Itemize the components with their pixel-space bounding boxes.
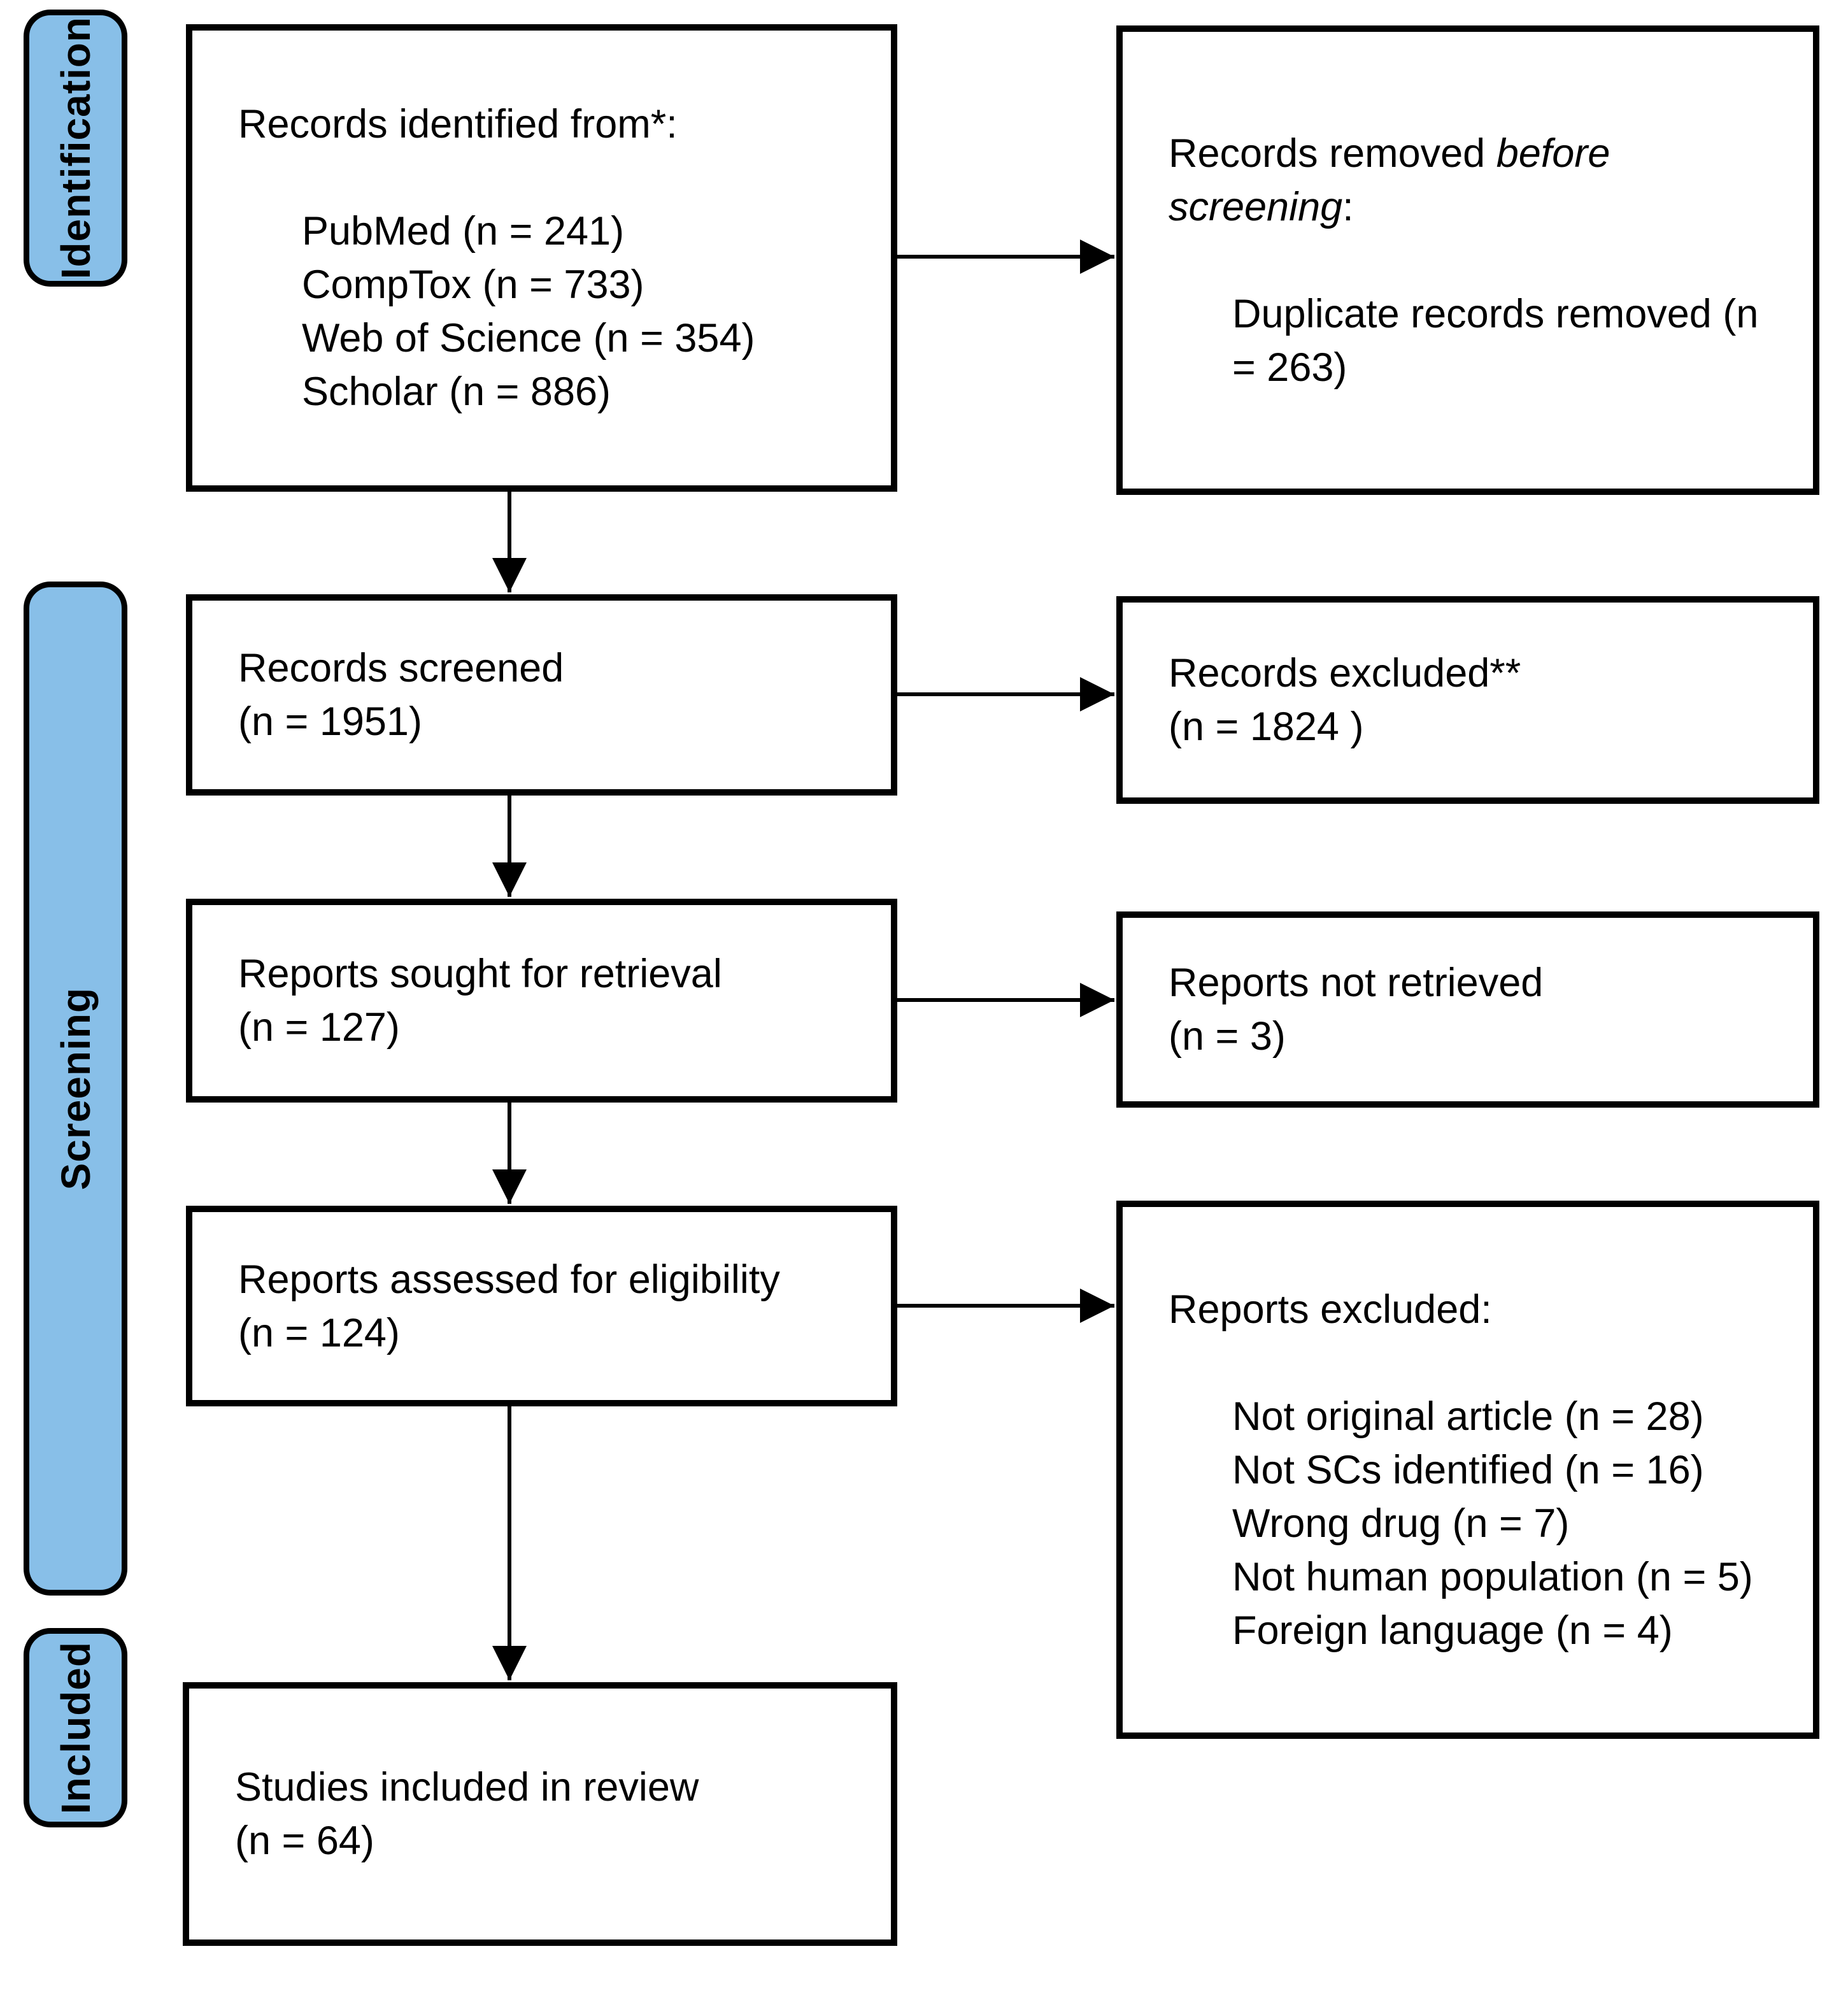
reports-not-retrieved-count: (n = 3) xyxy=(1169,1014,1286,1059)
source-comptox: CompTox (n = 733) xyxy=(302,262,644,307)
stage-screening: Screening xyxy=(24,582,127,1596)
stage-included: Included xyxy=(24,1628,127,1827)
stage-screening-label: Screening xyxy=(52,987,99,1190)
box-reports-excluded: Reports excluded: Not original article (… xyxy=(1116,1201,1819,1739)
records-screened-label: Records screened xyxy=(238,646,564,690)
records-identified-sources: PubMed (n = 241) CompTox (n = 733) Web o… xyxy=(238,204,865,418)
records-screened-count: (n = 1951) xyxy=(238,699,422,744)
reports-excluded-title: Reports excluded: xyxy=(1169,1287,1492,1332)
reports-not-retrieved-label: Reports not retrieved xyxy=(1169,961,1544,1005)
stage-identification: Identification xyxy=(24,10,127,287)
records-excluded-label: Records excluded** xyxy=(1169,651,1521,696)
reason-not-human-population: Not human population (n = 5) xyxy=(1232,1554,1753,1599)
reports-sought-label: Reports sought for retrieval xyxy=(238,952,722,996)
records-removed-title-suffix: : xyxy=(1342,184,1354,229)
studies-included-label: Studies included in review xyxy=(235,1765,699,1810)
reason-foreign-language: Foreign language (n = 4) xyxy=(1232,1608,1673,1653)
reports-excluded-reasons: Not original article (n = 28) Not SCs id… xyxy=(1169,1390,1788,1657)
source-web-of-science: Web of Science (n = 354) xyxy=(302,316,755,361)
box-reports-sought: Reports sought for retrieval (n = 127) xyxy=(186,899,897,1103)
records-removed-reasons: Duplicate records removed (n = 263) xyxy=(1169,287,1788,394)
stage-included-label: Included xyxy=(52,1641,99,1815)
reason-wrong-drug: Wrong drug (n = 7) xyxy=(1232,1501,1570,1546)
box-records-identified: Records identified from*: PubMed (n = 24… xyxy=(186,24,897,492)
box-records-removed-before-screening: Records removed before screening: Duplic… xyxy=(1116,25,1819,495)
records-removed-title-italic: before screening xyxy=(1169,131,1610,229)
reports-assessed-label: Reports assessed for eligibility xyxy=(238,1257,780,1302)
records-removed-title: Records removed before screening: xyxy=(1169,127,1788,234)
records-excluded-count: (n = 1824 ) xyxy=(1169,704,1364,749)
box-records-excluded: Records excluded** (n = 1824 ) xyxy=(1116,596,1819,804)
box-records-screened: Records screened (n = 1951) xyxy=(186,594,897,796)
reason-not-scs-identified: Not SCs identified (n = 16) xyxy=(1232,1447,1704,1492)
stage-identification-label: Identification xyxy=(52,17,99,280)
source-scholar: Scholar (n = 886) xyxy=(302,369,611,414)
studies-included-count: (n = 64) xyxy=(235,1818,374,1863)
records-removed-title-prefix: Records removed xyxy=(1169,131,1496,176)
reason-duplicates-removed: Duplicate records removed (n = 263) xyxy=(1232,291,1759,390)
reports-assessed-count: (n = 124) xyxy=(238,1310,400,1355)
box-studies-included: Studies included in review (n = 64) xyxy=(183,1682,897,1946)
reports-sought-count: (n = 127) xyxy=(238,1005,400,1050)
box-reports-assessed: Reports assessed for eligibility (n = 12… xyxy=(186,1206,897,1406)
records-identified-title: Records identified from*: xyxy=(238,102,678,146)
box-reports-not-retrieved: Reports not retrieved (n = 3) xyxy=(1116,911,1819,1108)
reason-not-original-article: Not original article (n = 28) xyxy=(1232,1394,1704,1439)
source-pubmed: PubMed (n = 241) xyxy=(302,209,625,254)
